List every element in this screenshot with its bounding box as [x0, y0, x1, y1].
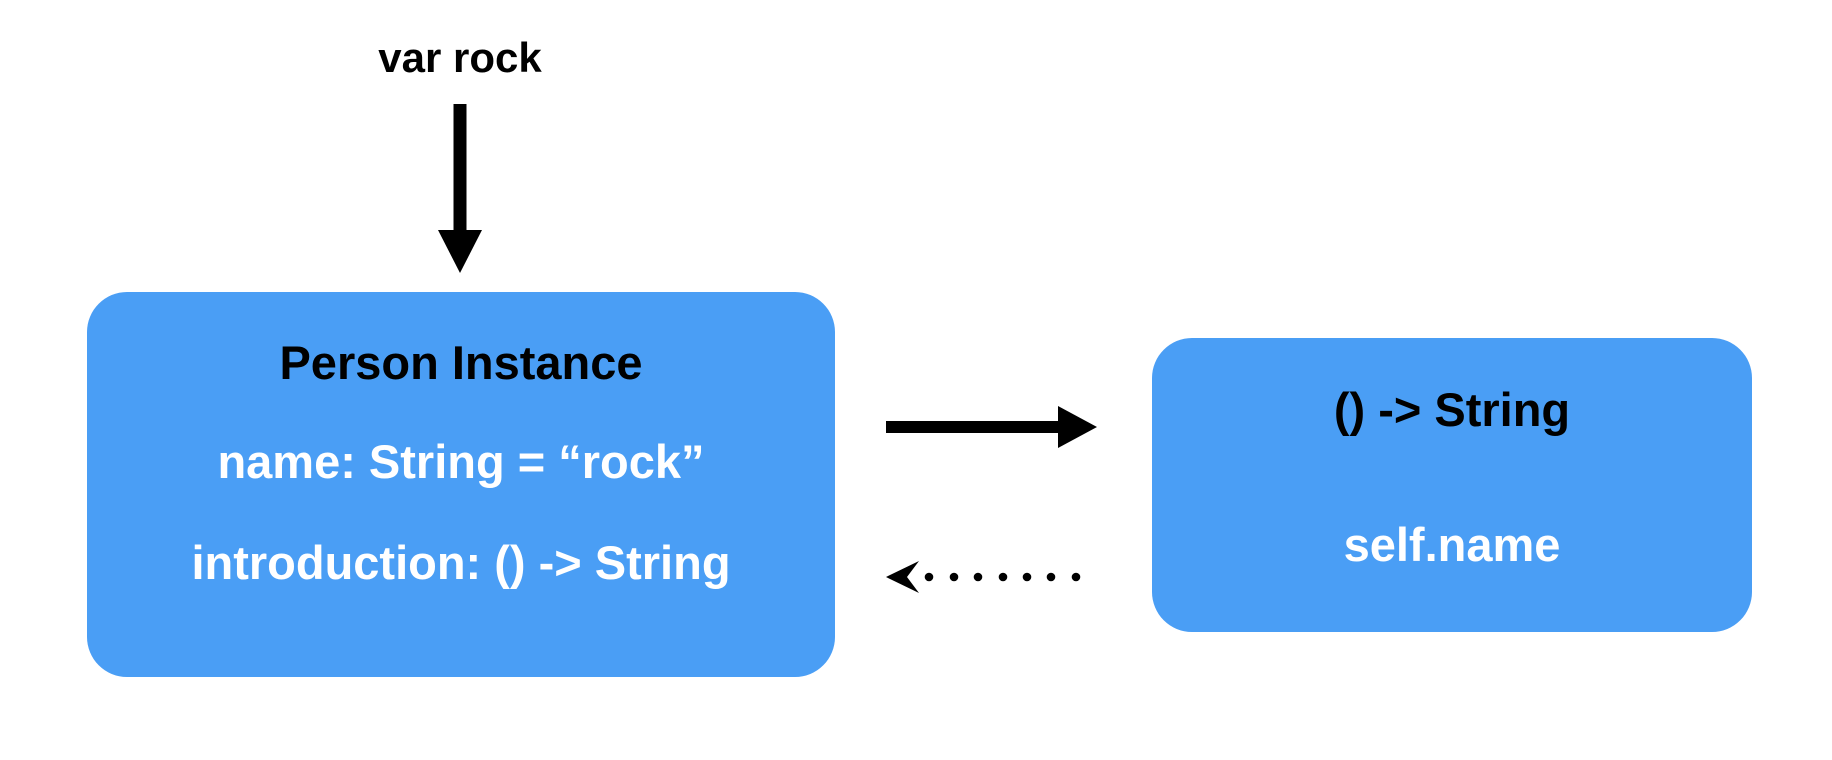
person-box-title: Person Instance — [279, 336, 643, 389]
person-box-field-name: name: String = “rock” — [217, 435, 705, 488]
call-arrow — [886, 406, 1097, 448]
call-arrow-head-icon — [1058, 406, 1097, 448]
variable-label: var rock — [378, 34, 542, 81]
return-arrow-dot — [973, 572, 983, 582]
return-arrow-dot — [949, 572, 959, 582]
closure-box-body: self.name — [1343, 518, 1561, 571]
return-arrow-head-icon — [886, 561, 919, 593]
return-arrow — [886, 561, 1081, 593]
var-assignment-arrow-head-icon — [438, 230, 482, 273]
return-arrow-dot — [1046, 572, 1056, 582]
return-arrow-dot — [998, 572, 1008, 582]
person-box-field-introduction: introduction: () -> String — [191, 536, 731, 589]
person-instance-box: Person Instance name: String = “rock” in… — [87, 292, 835, 677]
return-arrow-dot — [1071, 572, 1081, 582]
closure-box: () -> String self.name — [1152, 338, 1752, 632]
closure-box-title: () -> String — [1333, 383, 1571, 436]
return-arrow-dot — [1022, 572, 1032, 582]
var-assignment-arrow — [438, 104, 482, 273]
return-arrow-dot — [924, 572, 934, 582]
